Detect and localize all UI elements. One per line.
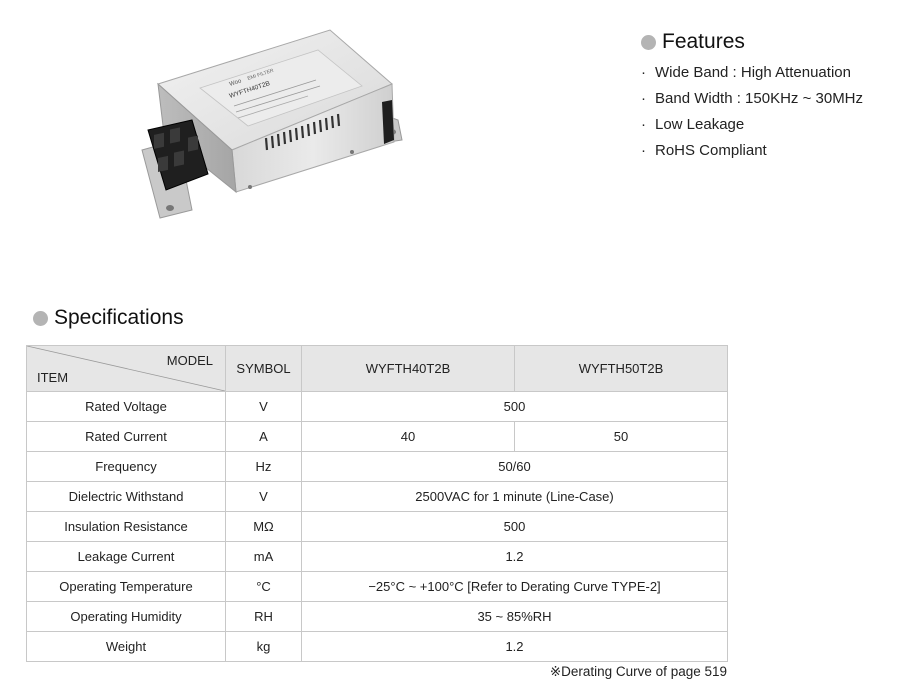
middle-dot-icon: ·	[641, 64, 646, 81]
feature-item: ·Low Leakage	[641, 112, 896, 138]
specifications-heading: Specifications	[33, 306, 184, 330]
row-item: Frequency	[26, 451, 226, 482]
table-row: Leakage Current mA 1.2	[26, 541, 728, 572]
table-row: Dielectric Withstand V 2500VAC for 1 min…	[26, 481, 728, 512]
model-header-label: MODEL	[166, 353, 213, 368]
specifications-table: MODEL ITEM SYMBOL WYFTH40T2B WYFTH50T2B …	[26, 345, 728, 662]
features-title: Features	[662, 30, 745, 53]
row-value: 35 ~ 85%RH	[301, 601, 728, 632]
table-row: Rated Voltage V 500	[26, 391, 728, 422]
row-item: Weight	[26, 631, 226, 662]
middle-dot-icon: ·	[641, 142, 646, 159]
features-heading: Features	[641, 30, 896, 54]
row-value-model-2: 50	[514, 421, 728, 452]
row-symbol: A	[225, 421, 302, 452]
row-item: Operating Humidity	[26, 601, 226, 632]
row-item: Rated Current	[26, 421, 226, 452]
feature-item: ·Wide Band : High Attenuation	[641, 60, 896, 86]
features-section: Features ·Wide Band : High Attenuation ·…	[641, 30, 896, 164]
row-value: 500	[301, 511, 728, 542]
row-symbol: V	[225, 391, 302, 422]
row-symbol: Hz	[225, 451, 302, 482]
table-row: Weight kg 1.2	[26, 631, 728, 662]
table-row: Frequency Hz 50/60	[26, 451, 728, 482]
table-row: Rated Current A 40 50	[26, 421, 728, 452]
row-symbol: mA	[225, 541, 302, 572]
product-image: Woo EMI FILTER WYFTH40T2B	[130, 22, 415, 222]
feature-item: ·RoHS Compliant	[641, 138, 896, 164]
row-value: 1.2	[301, 631, 728, 662]
middle-dot-icon: ·	[641, 90, 646, 107]
model-item-header: MODEL ITEM	[26, 345, 226, 392]
derating-footnote: ※Derating Curve of page 519	[549, 664, 727, 679]
symbol-header: SYMBOL	[225, 345, 302, 392]
row-value: −25°C ~ +100°C [Refer to Derating Curve …	[301, 571, 728, 602]
row-value-model-1: 40	[301, 421, 515, 452]
row-item: Leakage Current	[26, 541, 226, 572]
table-row: Insulation Resistance MΩ 500	[26, 511, 728, 542]
feature-item: ·Band Width : 150KHz ~ 30MHz	[641, 86, 896, 112]
row-symbol: kg	[225, 631, 302, 662]
item-header-label: ITEM	[37, 370, 69, 385]
table-header-row: MODEL ITEM SYMBOL WYFTH40T2B WYFTH50T2B	[26, 345, 728, 392]
row-value: 50/60	[301, 451, 728, 482]
row-symbol: °C	[225, 571, 302, 602]
circle-bullet-icon	[641, 34, 656, 50]
row-item: Dielectric Withstand	[26, 481, 226, 512]
specifications-title: Specifications	[54, 306, 184, 329]
row-value: 500	[301, 391, 728, 422]
middle-dot-icon: ·	[641, 116, 646, 133]
model-header-1: WYFTH40T2B	[301, 345, 515, 392]
circle-bullet-icon	[33, 310, 48, 326]
row-symbol: MΩ	[225, 511, 302, 542]
product-label-brand: Woo	[229, 78, 243, 88]
row-item: Insulation Resistance	[26, 511, 226, 542]
table-row: Operating Temperature °C −25°C ~ +100°C …	[26, 571, 728, 602]
features-list: ·Wide Band : High Attenuation ·Band Widt…	[641, 60, 896, 164]
model-header-2: WYFTH50T2B	[514, 345, 728, 392]
row-item: Rated Voltage	[26, 391, 226, 422]
row-symbol: RH	[225, 601, 302, 632]
row-symbol: V	[225, 481, 302, 512]
row-item: Operating Temperature	[26, 571, 226, 602]
row-value: 1.2	[301, 541, 728, 572]
row-value: 2500VAC for 1 minute (Line-Case)	[301, 481, 728, 512]
table-row: Operating Humidity RH 35 ~ 85%RH	[26, 601, 728, 632]
